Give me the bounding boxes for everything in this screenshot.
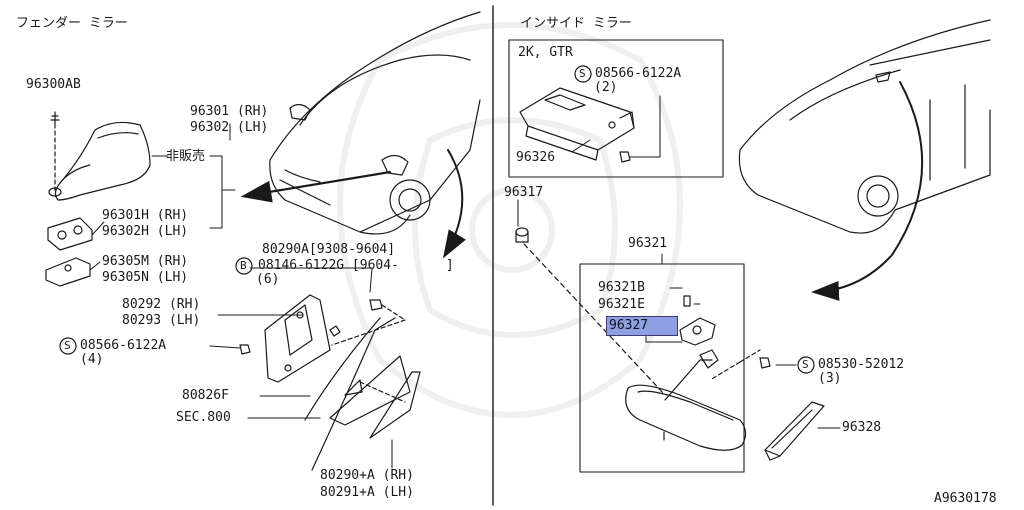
variant-label: 2K, GTR (518, 45, 573, 60)
s-mark-left: S (64, 339, 71, 352)
s-mark-circle-right-top (574, 65, 592, 83)
part-label-96321e: 96321E (598, 297, 645, 312)
part-label-96328: 96328 (842, 420, 882, 435)
mirror-base-96301h (47, 217, 93, 251)
bracket-96326 (519, 87, 635, 163)
part-label-80290a: 80290A[9308-9604] (262, 242, 396, 257)
part-label-96326: 96326 (516, 150, 556, 165)
part-label-80290a-rh: 80290+A (RH) (320, 468, 414, 483)
part-label-08566-right: 08566-6122A (595, 66, 682, 81)
part-label-08146: 08146-6122G [9604- ] (258, 258, 454, 273)
label-not-sold: 非販売 (166, 149, 206, 164)
part-label-80291a-lh: 80291+A (LH) (320, 485, 414, 500)
fender-mirror (48, 121, 151, 201)
part-label-96305m: 96305M (RH) (102, 254, 189, 269)
arrow-to-door-mirror (442, 149, 466, 259)
b-mark-circle (235, 257, 253, 275)
s-mark-right-bottom: S (802, 358, 809, 371)
diagram-id: A9630178 (934, 491, 997, 506)
door-mirror-assembly (239, 294, 421, 471)
part-label-96305n: 96305N (LH) (102, 270, 189, 285)
right-leader-lines-top (517, 95, 661, 227)
qty-08530: (3) (818, 371, 842, 386)
left-leader-lines (89, 123, 393, 469)
part-label-96302: 96302 (LH) (190, 120, 269, 135)
part-label-96301: 96301 (RH) (190, 104, 269, 119)
cover-96328 (764, 401, 841, 461)
s-mark-circle-right-bottom (797, 356, 815, 374)
right-section-title: インサイド ミラー (520, 16, 632, 31)
part-label-80293: 80293 (LH) (122, 313, 201, 328)
arrow-to-mirror (240, 170, 392, 203)
right-leader-lines-mid (645, 253, 797, 366)
part-label-96301h: 96301H (RH) (102, 208, 189, 223)
part-label-96300ab: 96300AB (26, 77, 81, 92)
qty-08566-right: (2) (594, 80, 618, 95)
gasket-96305m (45, 257, 91, 287)
s-mark-right-top: S (579, 67, 586, 80)
inside-mirror-96321 (625, 295, 761, 451)
s-mark-circle-left (59, 337, 77, 355)
cap-96317 (515, 227, 666, 396)
qty-08566-left: (4) (80, 352, 104, 367)
part-label-96317: 96317 (504, 185, 544, 200)
arrow-to-inside-mirror (811, 81, 924, 301)
car-right (738, 19, 991, 234)
part-label-08566-left: 08566-6122A (80, 338, 167, 353)
car-left (269, 11, 481, 235)
part-label-96327-highlighted[interactable]: 96327 (606, 316, 678, 336)
part-label-96321b: 96321B (598, 280, 645, 295)
b-mark: B (240, 259, 247, 272)
part-label-80826f: 80826F (182, 388, 229, 403)
left-section-title: フェンダー ミラー (16, 16, 128, 31)
part-label-96321: 96321 (628, 236, 668, 251)
screw-08530 (759, 357, 771, 369)
label-sec-800: SEC.800 (176, 410, 231, 425)
watermark-emblem (337, 22, 683, 418)
qty-08146: (6) (256, 272, 280, 287)
part-label-96302h: 96302H (LH) (102, 224, 189, 239)
variant-box (508, 39, 724, 178)
part-label-08530: 08530-52012 (818, 357, 905, 372)
bolt-96300ab (50, 111, 60, 191)
part-label-80292: 80292 (RH) (122, 297, 201, 312)
